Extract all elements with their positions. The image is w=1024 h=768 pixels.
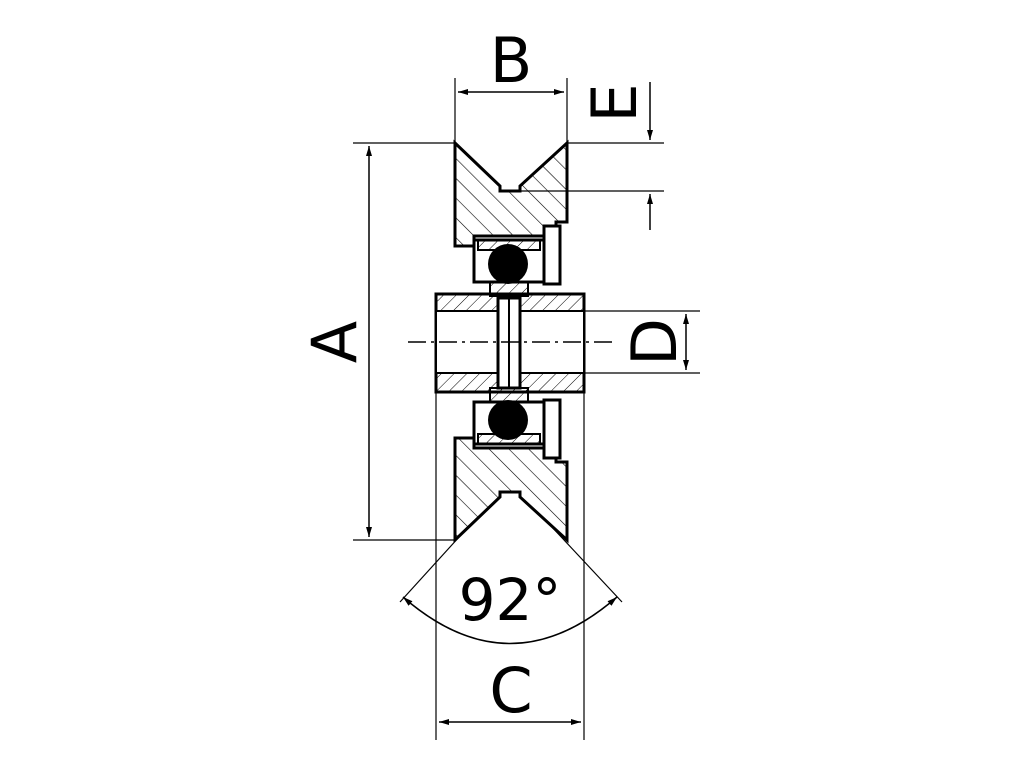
upper-bearing bbox=[472, 224, 562, 297]
dimension-lines bbox=[366, 82, 689, 725]
upper-bearing-ball bbox=[488, 244, 528, 284]
label-d: D bbox=[618, 318, 691, 366]
lower-bearing-ball bbox=[488, 400, 528, 440]
label-a: A bbox=[298, 321, 371, 363]
extension-lines bbox=[353, 78, 700, 740]
label-e: E bbox=[578, 83, 651, 122]
hub-bushing bbox=[434, 292, 586, 394]
dim-arc-angle bbox=[402, 596, 618, 645]
label-angle: 92° bbox=[459, 566, 562, 634]
label-b: B bbox=[490, 24, 533, 97]
label-c: C bbox=[489, 654, 532, 727]
